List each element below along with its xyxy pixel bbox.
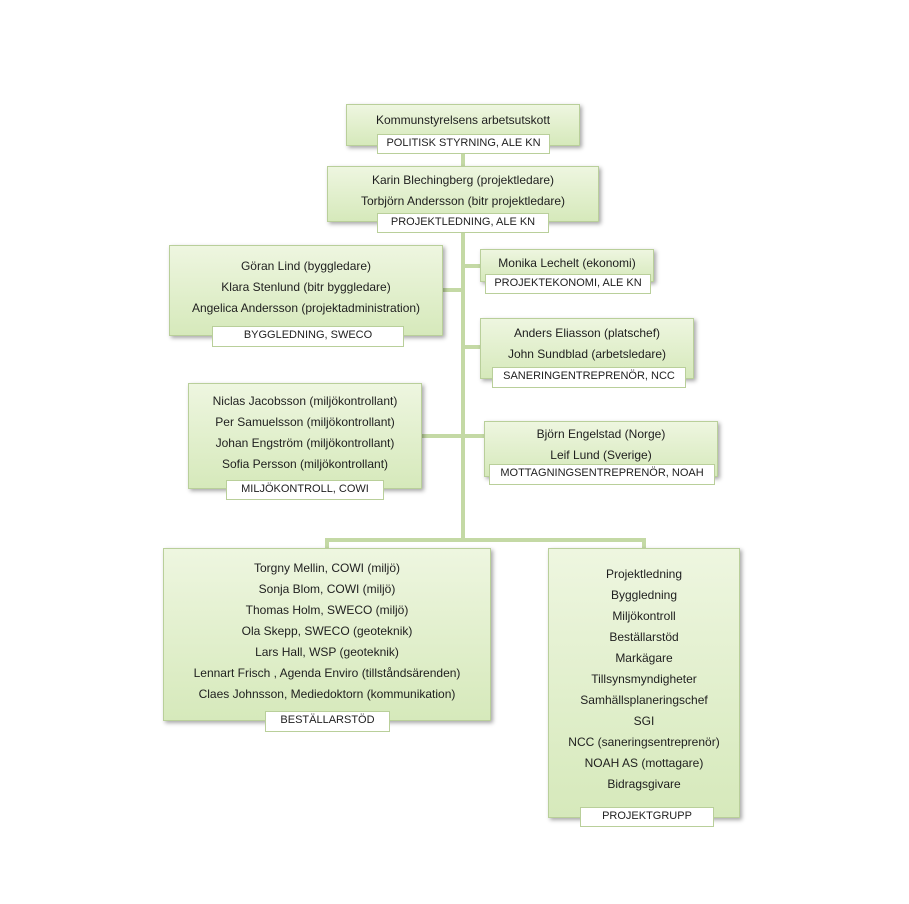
node-line: John Sundblad (arbetsledare) <box>507 347 667 361</box>
node-line: Claes Johnsson, Mediedoktorn (kommunikat… <box>198 687 456 701</box>
node-line: Sofia Persson (miljökontrollant) <box>221 457 389 471</box>
tag-byggledning: BYGGLEDNING, SWECO <box>212 326 404 347</box>
node-line: Per Samuelsson (miljökontrollant) <box>215 415 395 429</box>
node-line: Sonja Blom, COWI (miljö) <box>258 582 396 596</box>
node-line: Samhällsplaneringschef <box>580 693 708 707</box>
node-lines: Anders Eliasson (platschef) John Sundbla… <box>481 323 693 365</box>
node-bestallarstod: Torgny Mellin, COWI (miljö) Sonja Blom, … <box>163 548 491 721</box>
node-byggledning: Göran Lind (byggledare) Klara Stenlund (… <box>169 245 443 336</box>
node-miljokontroll: Niclas Jacobsson (miljökontrollant) Per … <box>188 383 422 489</box>
node-line: Markägare <box>615 651 673 665</box>
tag-projektledning: PROJEKTLEDNING, ALE KN <box>377 213 549 233</box>
tag-mottagning: MOTTAGNINGSENTREPRENÖR, NOAH <box>489 464 715 485</box>
node-line: Niclas Jacobsson (miljökontrollant) <box>212 394 398 408</box>
tag-bestallarstod: BESTÄLLARSTÖD <box>265 711 390 732</box>
node-line: Ola Skepp, SWECO (geoteknik) <box>241 624 413 638</box>
node-line: SGI <box>633 714 655 728</box>
node-line: NCC (saneringsentreprenör) <box>568 735 720 749</box>
node-line: Bidragsgivare <box>607 777 681 791</box>
tag-projektgrupp: PROJEKTGRUPP <box>580 807 714 827</box>
node-line: NOAH AS (mottagare) <box>584 756 704 770</box>
node-lines: Projektledning Byggledning Miljökontroll… <box>549 564 739 795</box>
node-line: Byggledning <box>610 588 678 602</box>
node-lines: Monika Lechelt (ekonomi) <box>481 253 653 274</box>
node-lines: Niclas Jacobsson (miljökontrollant) Per … <box>189 391 421 475</box>
node-lines: Torgny Mellin, COWI (miljö) Sonja Blom, … <box>164 558 490 705</box>
node-line: Tillsynsmyndigheter <box>591 672 697 686</box>
tag-politisk-styrning: POLITISK STYRNING, ALE KN <box>377 134 550 154</box>
node-line: Lars Hall, WSP (geoteknik) <box>255 645 399 659</box>
node-lines: Karin Blechingberg (projektledare) Torbj… <box>328 170 598 212</box>
node-line: Angelica Andersson (projektadministratio… <box>191 301 421 315</box>
node-line: Johan Engström (miljökontrollant) <box>215 436 395 450</box>
node-line: Beställarstöd <box>609 630 679 644</box>
node-line: Miljökontroll <box>612 609 676 623</box>
node-line: Kommunstyrelsens arbetsutskott <box>375 113 551 127</box>
node-lines: Kommunstyrelsens arbetsutskott <box>347 110 579 131</box>
node-line: Torgny Mellin, COWI (miljö) <box>253 561 400 575</box>
node-lines: Björn Engelstad (Norge) Leif Lund (Sveri… <box>485 424 717 466</box>
node-line: Anders Eliasson (platschef) <box>513 326 661 340</box>
node-line: Monika Lechelt (ekonomi) <box>498 256 636 270</box>
node-line: Klara Stenlund (bitr byggledare) <box>221 280 391 294</box>
node-line: Torbjörn Andersson (bitr projektledare) <box>360 194 566 208</box>
node-line: Björn Engelstad (Norge) <box>536 427 666 441</box>
tag-miljokontroll: MILJÖKONTROLL, COWI <box>226 480 384 500</box>
node-lines: Göran Lind (byggledare) Klara Stenlund (… <box>170 256 442 319</box>
node-line: Lennart Frisch , Agenda Enviro (tillstån… <box>193 666 461 680</box>
node-line: Leif Lund (Sverige) <box>550 448 652 462</box>
node-line: Thomas Holm, SWECO (miljö) <box>245 603 409 617</box>
tag-projektekonomi: PROJEKTEKONOMI, ALE KN <box>485 274 651 294</box>
node-projektledning: Karin Blechingberg (projektledare) Torbj… <box>327 166 599 222</box>
node-projektgrupp: Projektledning Byggledning Miljökontroll… <box>548 548 740 818</box>
node-line: Karin Blechingberg (projektledare) <box>371 173 555 187</box>
tag-sanering: SANERINGENTREPRENÖR, NCC <box>492 367 686 388</box>
node-line: Projektledning <box>605 567 683 581</box>
node-line: Göran Lind (byggledare) <box>240 259 372 273</box>
